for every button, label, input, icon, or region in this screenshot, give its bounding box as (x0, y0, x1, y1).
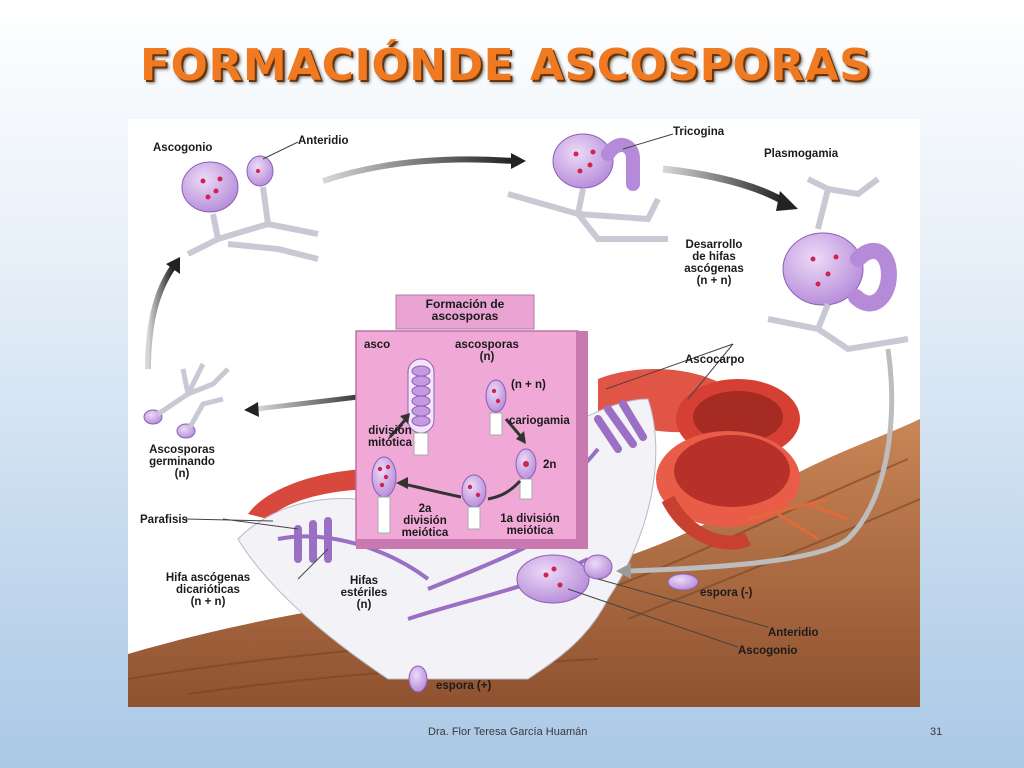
footer-author: Dra. Flor Teresa García Huamán (428, 726, 588, 738)
label-ascosporas-n-line2: (n) (479, 351, 495, 363)
label-div2-line3: meiótica (401, 527, 449, 539)
label-2a-division: 2a división meiótica (390, 503, 460, 539)
label-anteridio-top: Anteridio (298, 135, 349, 147)
inset-title-line1: Formación de (425, 297, 505, 311)
label-hifas-esteriles: Hifas estériles (n) (324, 575, 404, 611)
label-desarrollo-line3: ascógenas (684, 263, 744, 275)
label-div-mitotica-line2: mitótica (367, 437, 413, 449)
spores (408, 573, 699, 693)
label-desarrollo-line1: Desarrollo (685, 239, 743, 251)
label-desarrollo-line2: de hifas (692, 251, 736, 263)
inset-title: Formación de ascosporas (396, 298, 534, 322)
life-cycle-diagram: Ascogonio Anteridio Tricogina Plasmogami… (128, 119, 920, 707)
label-hifas-est-line1: Hifas (349, 575, 379, 587)
label-n-plus-n: (n + n) (511, 379, 546, 391)
diagram-illustration (128, 133, 920, 707)
label-ascosporas-germ-line1: Ascosporas (149, 444, 215, 456)
label-ascosporas-germ-line3: (n) (174, 468, 190, 480)
leader-lines (185, 133, 769, 648)
inset-title-line2: ascosporas (431, 309, 499, 323)
ascocarps (248, 369, 849, 550)
ascospore-formation-inset (355, 294, 588, 549)
label-desarrollo-hifas: Desarrollo de hifas ascógenas (n + n) (662, 239, 766, 287)
label-hifa-asc-line1: Hifa ascógenas (165, 572, 251, 584)
germinating-ascospores (143, 362, 230, 439)
label-ascosporas-n: ascosporas (n) (446, 339, 528, 363)
label-hifas-est-line2: estériles (340, 587, 388, 599)
ascogonium-antheridium-stage (181, 155, 319, 262)
label-cariogamia: cariogamia (509, 415, 570, 427)
label-ascosporas-germinando: Ascosporas germinando (n) (132, 444, 232, 480)
label-hifa-asc-line2: dicarióticas (176, 584, 240, 596)
label-plasmogamia: Plasmogamia (764, 148, 839, 160)
label-2n: 2n (543, 459, 557, 471)
label-asco: asco (364, 339, 391, 351)
page-number: 31 (930, 726, 943, 738)
label-ascosporas-germ-line2: germinando (149, 456, 215, 468)
label-hifa-asc-line3: (n + n) (190, 596, 226, 608)
label-1a-division: 1a división meiótica (488, 513, 572, 537)
label-espora-plus: espora (+) (436, 680, 492, 692)
label-parafisis: Parafisis (140, 514, 188, 526)
label-div-mitotica-line1: división (368, 425, 412, 437)
label-ascocarpo: Ascocarpo (685, 354, 745, 366)
label-anteridio-bottom: Anteridio (768, 627, 819, 639)
label-hifa-ascogenas: Hifa ascógenas dicarióticas (n + n) (142, 572, 274, 608)
label-espora-minus: espora (-) (700, 587, 753, 599)
label-tricogina: Tricogina (673, 126, 725, 138)
label-ascogonio-top: Ascogonio (153, 142, 213, 154)
trichogyne-stage (507, 133, 668, 242)
slide-title: FORMACIÓNDE ASCOSPORAS (140, 40, 872, 91)
plasmogamy-stage (767, 176, 909, 353)
label-ascogonio-bottom: Ascogonio (738, 645, 798, 657)
label-hifas-est-line3: (n) (356, 599, 372, 611)
cycle-arrows (145, 153, 895, 579)
label-division-mitotica: división mitótica (360, 425, 420, 449)
label-div1-line1: 1a división (500, 513, 560, 525)
label-div2-line1: 2a (418, 503, 432, 515)
label-ascosporas-n-line1: ascosporas (455, 339, 519, 351)
label-div2-line2: división (403, 515, 447, 527)
label-div1-line2: meiótica (506, 525, 554, 537)
label-desarrollo-line4: (n + n) (696, 275, 732, 287)
